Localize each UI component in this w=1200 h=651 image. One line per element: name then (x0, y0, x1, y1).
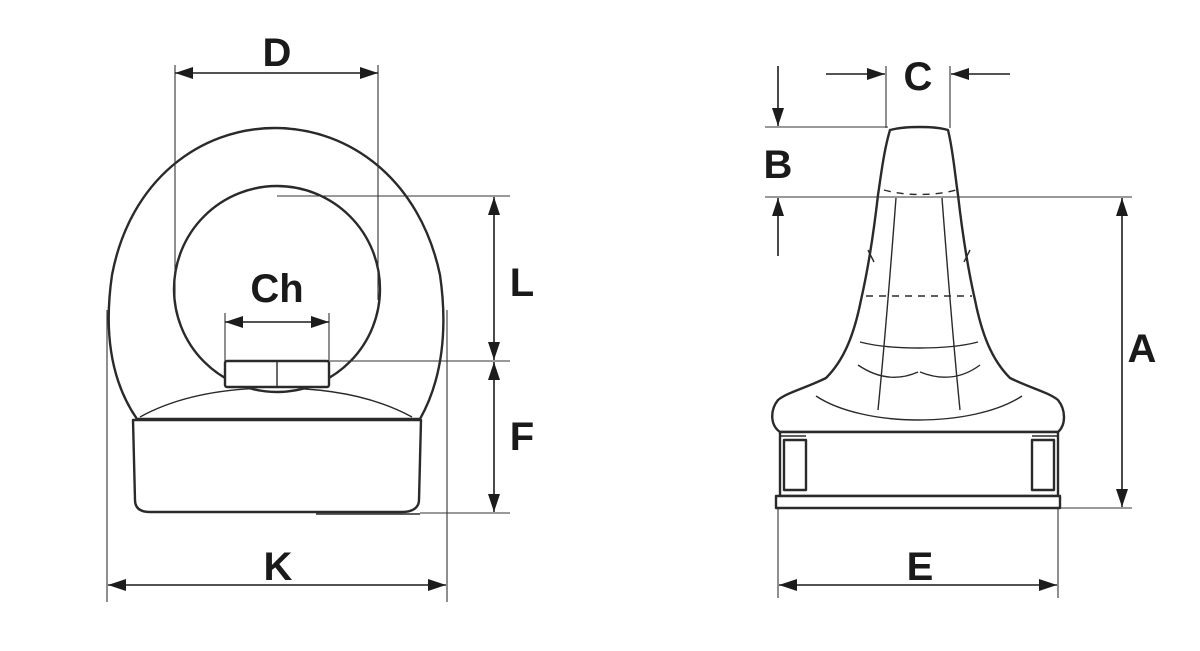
hidden-line-top (883, 189, 957, 196)
label-e: E (907, 545, 934, 589)
inner-contour-right (941, 197, 961, 411)
side-base (778, 430, 1060, 498)
neck-curve-left (857, 364, 919, 379)
neck-contour (859, 341, 979, 349)
label-ch: Ch (250, 267, 303, 311)
side-bottom-plate (774, 494, 1062, 510)
nut-base (131, 418, 423, 514)
label-l: L (510, 261, 534, 305)
side-view: C B A E (764, 55, 1157, 598)
notch-right (963, 249, 971, 263)
label-d: D (263, 31, 292, 75)
collar-contour (815, 395, 1023, 421)
side-silhouette (771, 125, 1066, 434)
label-c: C (904, 55, 933, 99)
side-slot-right (1030, 438, 1056, 492)
front-view: D Ch L F K (106, 31, 534, 602)
side-slot-left (782, 438, 808, 492)
neck-curve-right (919, 364, 981, 379)
label-k: K (264, 545, 293, 589)
label-f: F (510, 415, 534, 459)
notch-left (867, 249, 875, 263)
label-a: A (1128, 327, 1157, 371)
inner-contour-left (877, 197, 897, 411)
label-b: B (764, 143, 793, 187)
